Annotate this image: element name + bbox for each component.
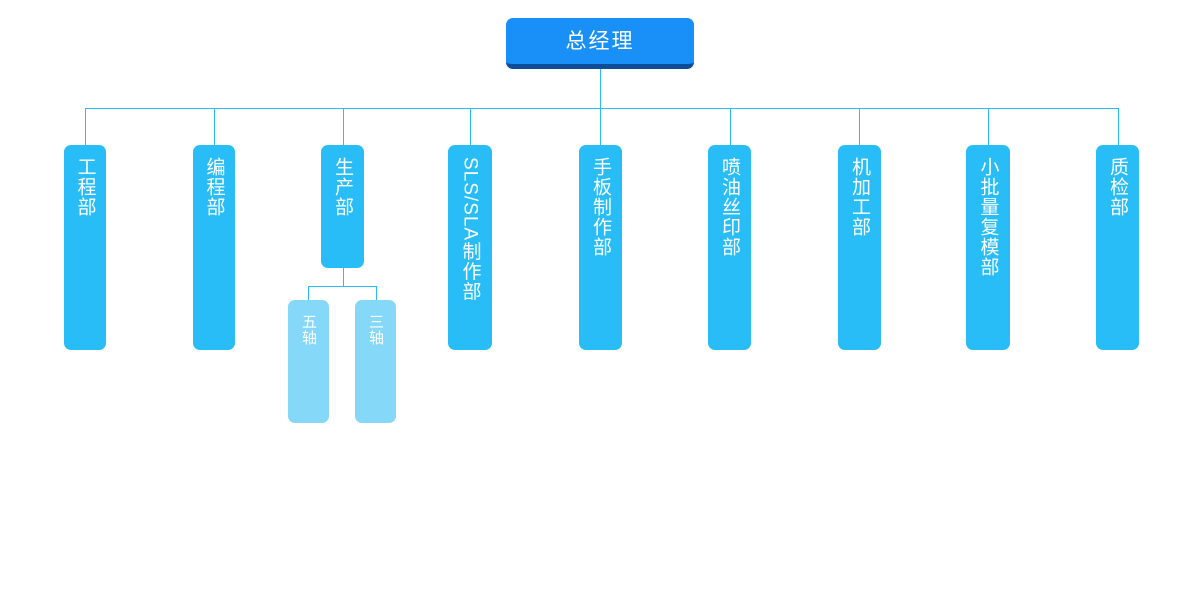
org-node-dept-label: 手板制作部 [590,157,612,257]
connector-root-stem [600,69,601,108]
org-node-dept-label: 机加工部 [849,157,871,237]
org-node-dept-label: 生产部 [332,157,354,217]
connector-branch-2 [214,108,215,145]
connector-sub-bus [308,286,376,287]
org-node-dept-label: 质检部 [1107,157,1129,217]
org-node-dept-2[interactable]: 编程部 [193,145,235,350]
org-node-root-label: 总经理 [565,29,635,53]
org-node-dept-label: 工程部 [74,157,96,217]
org-node-root[interactable]: 总经理 [506,18,694,69]
org-node-subdept-1[interactable]: 五轴 [288,300,329,423]
org-node-dept-9[interactable]: 质检部 [1096,145,1139,350]
connector-branch-1 [85,108,86,145]
connector-branch-7 [859,108,860,145]
connector-sub-branch-1 [308,286,309,300]
org-node-dept-4[interactable]: SLS/SLA制作部 [448,145,492,350]
org-node-subdept-label: 五轴 [300,314,317,346]
org-node-dept-5[interactable]: 手板制作部 [579,145,622,350]
connector-branch-5 [600,108,601,145]
connector-sub-stem [343,268,344,286]
connector-branch-6 [730,108,731,145]
connector-main-bus [85,108,1118,109]
org-node-dept-8[interactable]: 小批量复模部 [966,145,1010,350]
connector-sub-branch-2 [376,286,377,300]
connector-branch-4 [470,108,471,145]
org-node-dept-6[interactable]: 喷油丝印部 [708,145,751,350]
org-node-dept-1[interactable]: 工程部 [64,145,106,350]
org-node-subdept-2[interactable]: 三轴 [355,300,396,423]
connector-branch-8 [988,108,989,145]
org-node-subdept-label: 三轴 [367,314,384,346]
org-node-dept-3[interactable]: 生产部 [321,145,364,268]
connector-branch-9 [1118,108,1119,145]
org-node-dept-label: 喷油丝印部 [719,157,741,257]
org-node-dept-7[interactable]: 机加工部 [838,145,881,350]
org-node-dept-label: 小批量复模部 [977,157,999,277]
connector-branch-3 [343,108,344,145]
org-node-dept-label: 编程部 [203,157,225,217]
org-node-dept-label: SLS/SLA制作部 [459,157,481,302]
